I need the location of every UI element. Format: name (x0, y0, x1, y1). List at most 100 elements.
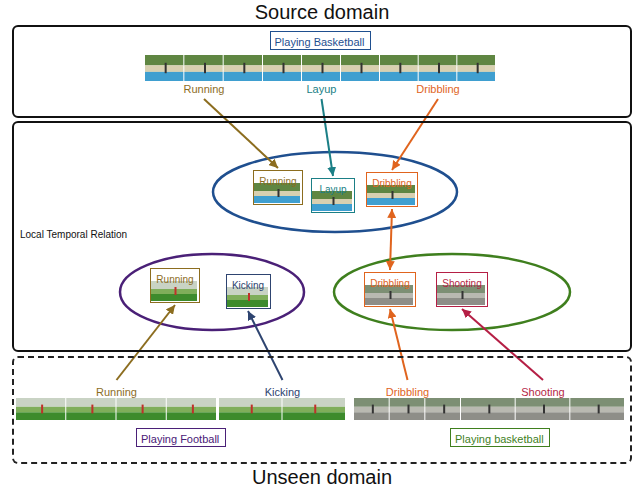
frame-band (219, 398, 282, 407)
clip-box: Dribbling (364, 272, 416, 307)
player-figure (175, 287, 177, 295)
frame-band (367, 193, 415, 198)
player-figure (322, 63, 324, 73)
video-strip (219, 398, 346, 420)
video-frame (224, 55, 262, 81)
group-ellipse (120, 254, 304, 330)
frame-band (117, 412, 166, 420)
video-frame (184, 55, 222, 81)
frame-band (117, 398, 166, 407)
action-label: Layup (316, 184, 349, 196)
frame-band (312, 204, 352, 211)
frame-band (283, 407, 346, 413)
video-frame (341, 55, 379, 81)
group-ellipse (334, 254, 570, 330)
clip-box: Dribbling (366, 172, 418, 207)
frame-band (224, 72, 262, 81)
frame-band (151, 281, 197, 289)
frame-band (66, 407, 115, 413)
frame-band (117, 407, 166, 413)
frame-band (66, 412, 115, 420)
action-label: Layup (307, 83, 337, 96)
video-frame (219, 398, 282, 420)
frame-band (283, 412, 346, 420)
video-frame (151, 281, 197, 301)
frame-band (380, 72, 418, 81)
player-figure (543, 405, 545, 414)
frame-band (167, 398, 216, 407)
frame-band (254, 183, 300, 191)
player-figure (204, 63, 206, 73)
frame-band (66, 398, 115, 407)
frame-band (367, 185, 415, 193)
action-label: Playing Basketball (271, 35, 369, 50)
video-frame (380, 55, 418, 81)
video-frame (354, 398, 389, 420)
action-label: Running (184, 83, 225, 96)
frame-band (151, 294, 197, 301)
panel-heading: Source domain (14, 1, 630, 23)
action-label: Running (153, 274, 196, 286)
frame-band (227, 300, 268, 307)
frame-band (380, 55, 418, 65)
clip-box: Shooting (436, 272, 488, 307)
relation-arrow (248, 311, 283, 380)
video-frame (254, 183, 300, 203)
video-frame (167, 398, 216, 420)
frame-band (145, 72, 183, 81)
frame-band (263, 55, 301, 65)
video-frame (425, 398, 460, 420)
player-figure (598, 405, 600, 414)
frame-band (302, 65, 340, 72)
panel-heading: Unseen domain (14, 466, 630, 488)
frame-band (419, 72, 457, 81)
video-segment: Layup (263, 55, 380, 97)
action-label: Shooting (521, 386, 564, 399)
frame-band (184, 55, 222, 65)
frame-band (16, 407, 65, 413)
domain-panel: Unseen domainRunningKickingDribblingShoo… (12, 356, 632, 464)
frame-band (254, 196, 300, 203)
frame-band (390, 398, 425, 407)
player-figure (361, 63, 363, 73)
player-figure (399, 63, 401, 73)
frame-band (184, 72, 222, 81)
clip-box: Kicking (226, 274, 271, 309)
player-figure (251, 405, 253, 414)
frame-band (312, 191, 352, 199)
panel-heading: Local Temporal Relation (20, 229, 127, 241)
video-frame (570, 398, 624, 420)
player-figure (477, 63, 479, 73)
player-figure (248, 293, 250, 301)
video-frame (390, 398, 425, 420)
player-figure (142, 405, 144, 414)
frame-band (570, 407, 624, 413)
relation-arrow (392, 99, 438, 170)
relation-arrow (462, 309, 543, 380)
player-figure (314, 405, 316, 414)
video-segment: Dribbling (354, 382, 461, 420)
video-frame (283, 398, 346, 420)
video-frame (419, 55, 457, 81)
action-label: Shooting (439, 278, 484, 290)
frame-band (254, 191, 300, 196)
frame-band (354, 412, 389, 420)
video-strip (461, 398, 625, 420)
frame-band (570, 412, 624, 420)
action-label: Playing Football (137, 432, 223, 447)
frame-band (437, 285, 485, 293)
player-figure (243, 63, 245, 73)
frame-band (312, 199, 352, 204)
player-figure (390, 291, 392, 299)
frame-band (367, 198, 415, 205)
video-frame (227, 287, 268, 307)
frame-band (457, 55, 495, 65)
frame-band (390, 407, 425, 413)
frame-band (457, 72, 495, 81)
frame-band (354, 407, 389, 413)
activity-box: Playing Football (136, 428, 226, 447)
frame-band (365, 298, 413, 305)
action-label: Kicking (265, 386, 300, 399)
